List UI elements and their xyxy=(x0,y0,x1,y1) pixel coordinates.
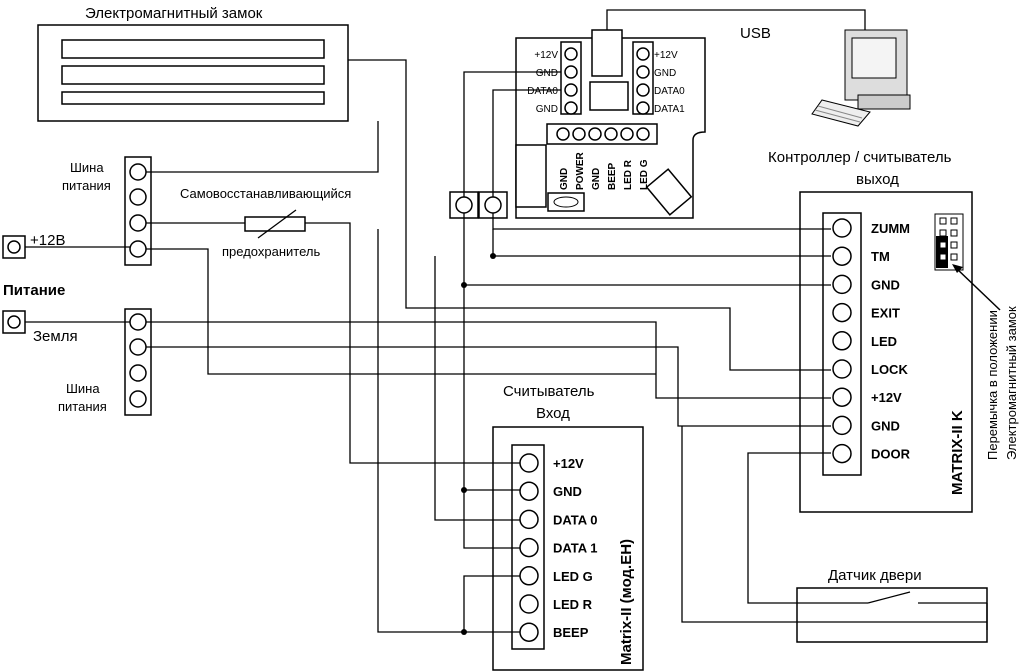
reader-pin-label: LED R xyxy=(553,597,593,612)
reader-terminal xyxy=(519,594,539,614)
fuse-subtitle: предохранитель xyxy=(222,244,320,259)
jumper-pin xyxy=(950,253,958,261)
reader-terminal xyxy=(519,453,539,473)
converter-pin xyxy=(636,47,650,61)
converter-bottom-pin-label: GND xyxy=(591,168,602,190)
reader-terminal xyxy=(519,481,539,501)
converter-right-pin-label: DATA1 xyxy=(654,104,685,115)
converter-right-pin-label: +12V xyxy=(654,50,678,61)
door-sensor-title: Датчик двери xyxy=(828,567,922,584)
controller-terminal xyxy=(832,415,852,436)
bus-bottom-label-1: Шина xyxy=(66,381,100,396)
controller-terminal xyxy=(832,331,852,351)
converter-bottom-pin-label: GND xyxy=(559,168,570,190)
converter-right-pin-label: GND xyxy=(654,68,676,79)
reader-pin-label: +12V xyxy=(553,456,584,471)
controller-pin-label: +12V xyxy=(871,390,902,405)
converter-pin xyxy=(564,101,578,115)
converter-pin xyxy=(620,127,634,141)
converter-left-pin-label: GND xyxy=(536,68,558,79)
reader-terminal xyxy=(519,566,539,586)
jumper-note-2: Электромагнитный замок xyxy=(1004,306,1019,460)
converter-bottom-pin-label: LED G xyxy=(639,159,650,190)
reader-pin-label: DATA 0 xyxy=(553,512,598,527)
controller-title-2: выход xyxy=(856,171,899,188)
reader-pin-label: BEEP xyxy=(553,625,589,640)
converter-pin xyxy=(572,127,586,141)
controller-pin-label: DOOR xyxy=(871,447,911,462)
converter-right-pin-label: DATA0 xyxy=(654,86,685,97)
controller-pin-label: GND xyxy=(871,418,900,433)
reader-terminal xyxy=(519,537,539,558)
controller-terminal xyxy=(832,443,852,464)
plus12-label: +12В xyxy=(30,232,65,249)
jumper-pin xyxy=(950,217,958,225)
reader-pin-label: LED G xyxy=(553,569,593,584)
converter-bottom-pin-label: BEEP xyxy=(607,162,618,190)
terminal-screw xyxy=(484,196,502,214)
converter-pin xyxy=(636,65,650,79)
computer-icon xyxy=(811,29,911,127)
converter-left-pin-label: GND xyxy=(536,104,558,115)
jumper-pin xyxy=(950,241,958,249)
jumper-pin xyxy=(950,229,958,237)
jumper-pin xyxy=(939,253,947,261)
reader-pin-label: DATA 1 xyxy=(553,541,598,556)
converter-pin xyxy=(636,83,650,97)
controller-terminal xyxy=(832,302,852,323)
controller-title-1: Контроллер / считыватель xyxy=(768,149,952,166)
converter-pin xyxy=(604,127,618,141)
terminal-screw xyxy=(455,196,473,214)
controller-pin-label: TM xyxy=(871,249,890,264)
converter-pin xyxy=(588,127,602,141)
jumper-note-1: Перемычка в положении xyxy=(985,310,1000,460)
fuse-title: Самовосстанавливающийся xyxy=(180,186,351,201)
ground-label: Земля xyxy=(33,328,78,345)
power-title: Питание xyxy=(3,282,65,299)
bus-top-label-2: питания xyxy=(62,178,111,193)
fuse xyxy=(244,216,306,232)
converter-pin xyxy=(636,127,650,141)
reader-terminal xyxy=(519,509,539,530)
converter-pin xyxy=(564,83,578,97)
lock-bar xyxy=(61,91,325,105)
controller-model: MATRIX-II K xyxy=(949,410,966,495)
controller-pin-label: LED xyxy=(871,334,897,349)
reader-title-1: Считыватель xyxy=(503,383,595,400)
converter-pin xyxy=(564,65,578,79)
controller-pin-label: GND xyxy=(871,277,900,292)
converter-bottom-pin-label: LED R xyxy=(623,159,634,190)
lock-title: Электромагнитный замок xyxy=(85,5,263,22)
reader-title-2: Вход xyxy=(536,405,570,422)
lock-bar xyxy=(61,39,325,59)
converter-pin xyxy=(556,127,570,141)
controller-pin-label: EXIT xyxy=(871,306,900,321)
reader-model: Matrix-II (мод.EH) xyxy=(618,539,635,665)
controller-terminal xyxy=(832,274,852,295)
converter-left-pin-label: +12V xyxy=(534,50,558,61)
wire-junctions xyxy=(461,253,496,635)
controller-terminal xyxy=(832,359,852,379)
converter-bottom-pin-label: POWER xyxy=(575,151,586,190)
jumper-pin xyxy=(939,229,947,237)
controller-terminal xyxy=(832,387,852,407)
jumper-block xyxy=(934,213,964,271)
usb-label: USB xyxy=(740,25,771,42)
jumper-pin xyxy=(939,241,947,249)
bus-bottom-label-2: питания xyxy=(58,399,107,414)
bus-top-label-1: Шина xyxy=(70,160,104,175)
converter-left-pin-label: DATA0 xyxy=(527,86,558,97)
controller-terminal xyxy=(832,246,852,266)
converter-pin xyxy=(636,101,650,115)
controller-pin-label: ZUMM xyxy=(871,221,910,236)
converter-pin xyxy=(564,47,578,61)
jumper-pin xyxy=(939,217,947,225)
reader-terminal xyxy=(519,622,539,642)
controller-terminal xyxy=(832,218,852,238)
lock-bar xyxy=(61,65,325,85)
controller-pin-label: LOCK xyxy=(871,362,908,377)
reader-pin-label: GND xyxy=(553,484,582,499)
